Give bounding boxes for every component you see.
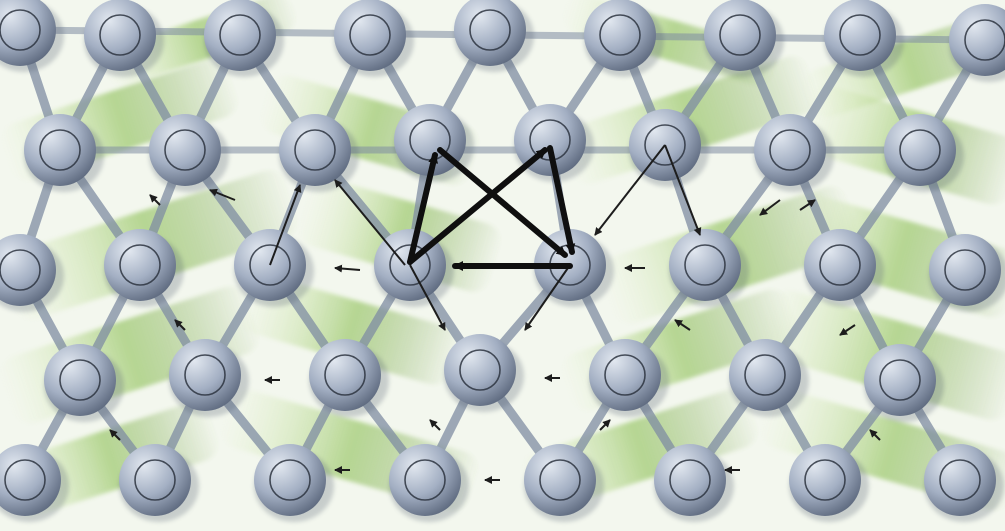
atom-sphere-icon: [454, 0, 534, 72]
